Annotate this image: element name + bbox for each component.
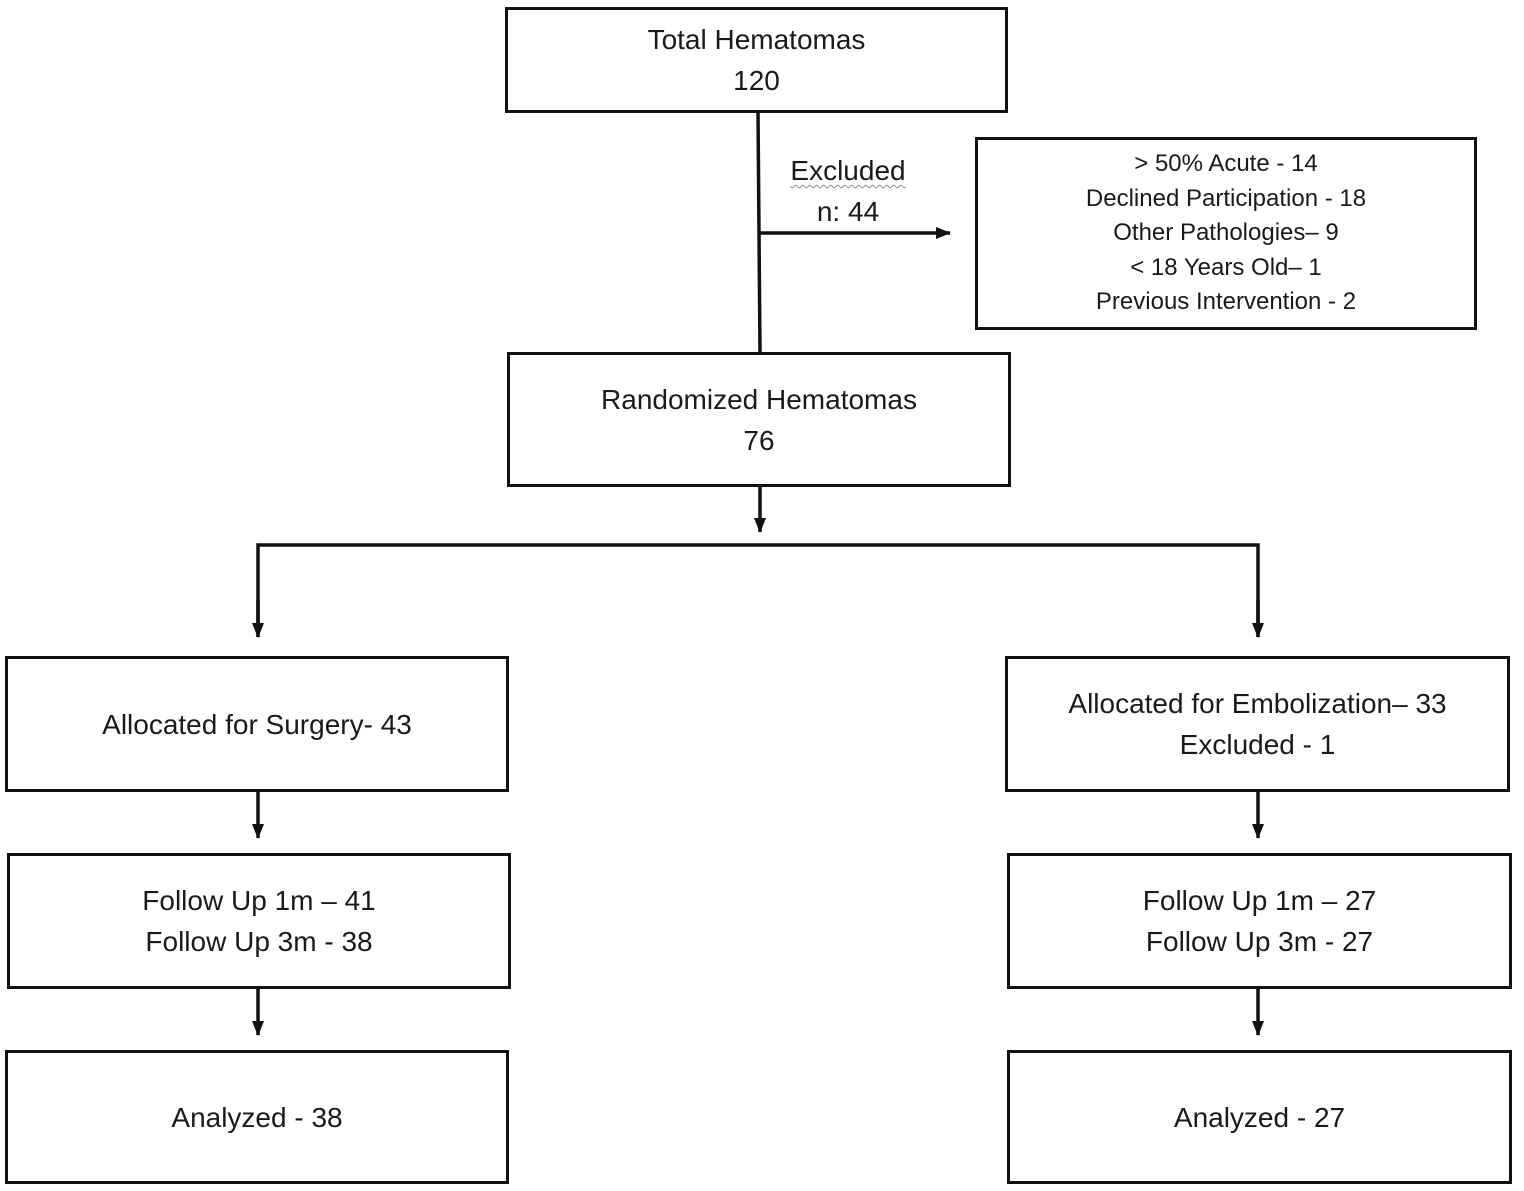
total-hematomas-box: Total Hematomas 120 [505,7,1008,113]
exclusion-reasons-box: > 50% Acute - 14 Declined Participation … [975,137,1477,330]
total-to-randomized-line [756,111,762,354]
embolization-followup-3m: Follow Up 3m - 27 [1145,926,1374,957]
randomized-hematomas-box: Randomized Hematomas 76 [507,352,1011,487]
embolization-analyzed-text: Analyzed - 27 [1173,1101,1346,1133]
embolization-allocation-box: Allocated for Embolization– 33 Excluded … [1005,656,1510,792]
excluded-branch-label: Excluded n: 44 [760,150,936,232]
surgery-followup-1m: Follow Up 1m – 41 [142,885,376,916]
total-hematomas-title: Total Hematomas [647,24,866,55]
surgery-allocation-text: Allocated for Surgery- 43 [102,708,412,740]
surgery-analyzed-text: Analyzed - 38 [171,1101,343,1133]
excluded-count: n: 44 [816,196,880,227]
exclusion-reason-age: < 18 Years Old– 1 [1130,253,1322,281]
exclusion-reason-previous-intervention: Previous Intervention - 2 [1095,288,1357,316]
surgery-analyzed-box: Analyzed - 38 [5,1050,509,1184]
exclusion-reason-other-pathologies: Other Pathologies– 9 [1113,219,1339,247]
embolization-analyzed-box: Analyzed - 27 [1007,1050,1512,1184]
excluded-label: Excluded [790,155,906,186]
randomized-hematomas-count: 76 [743,424,775,456]
embolization-followup-box: Follow Up 1m – 27 Follow Up 3m - 27 [1007,853,1512,989]
randomized-hematomas-title: Randomized Hematomas [601,383,917,415]
embolization-allocation-text: Allocated for Embolization– 33 [1068,688,1447,719]
exclusion-reason-acute: > 50% Acute - 14 [1134,150,1318,178]
embolization-excluded-text: Excluded - 1 [1179,729,1336,760]
exclusion-reason-declined: Declined Participation - 18 [1085,184,1367,212]
total-hematomas-count: 120 [733,65,780,96]
surgery-allocation-box: Allocated for Surgery- 43 [5,656,509,792]
surgery-followup-box: Follow Up 1m – 41 Follow Up 3m - 38 [7,853,511,989]
embolization-followup-1m: Follow Up 1m – 27 [1142,885,1377,916]
surgery-followup-3m: Follow Up 3m - 38 [145,926,373,957]
allocation-split-line [256,543,1260,637]
